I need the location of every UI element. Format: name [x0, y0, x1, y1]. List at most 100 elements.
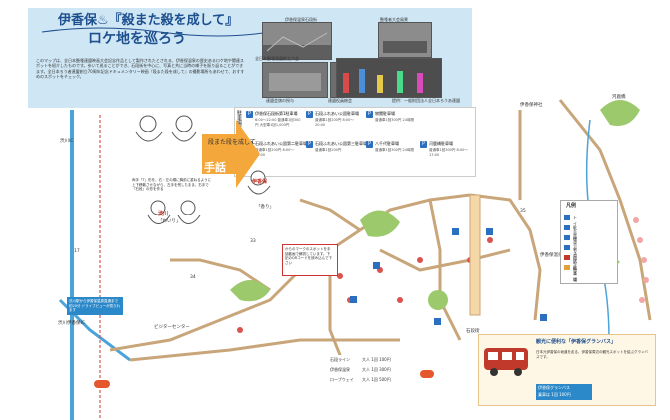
bus-icon: [484, 348, 528, 376]
sign-language-arrow: [196, 114, 262, 214]
parking-lot-detail: 普通車1回300円 24時間: [375, 148, 414, 152]
parking-lot-2: P 物聞駐車場 普通車1回300円 24時間: [366, 110, 422, 140]
parking-lot-0: P 伊香保石段街第1駐車場 6:00〜22:00 普通車1回300円 大型車1回…: [246, 110, 302, 140]
parking-lot-name: 物聞駐車場: [375, 111, 395, 116]
photo-large-group: [336, 58, 442, 98]
price-value-1: 大人 1回 300円: [362, 367, 391, 372]
visitor-center-label: ビジターセンター: [154, 325, 190, 330]
ikaho-sign-label: 「香り」: [256, 205, 274, 210]
parking-icon: P: [246, 111, 253, 118]
stone-steps-street: [469, 194, 481, 316]
photo-stone-steps: [262, 22, 332, 60]
page-title-line1: 伊香保♨『殺また殺を成して』: [58, 13, 239, 28]
photo-large-group-image: [337, 59, 441, 97]
parking-icon: P: [366, 141, 373, 148]
parking-icon: P: [366, 111, 373, 118]
kajikabashi-label: 河鹿橋: [612, 95, 626, 100]
photo-caption-3: 連盟役員総会: [328, 98, 352, 103]
parking-lot-name: 石段ふれあい公園第三駐車場: [315, 141, 367, 146]
title-underline-wave: [41, 27, 271, 37]
blue-notice-box: [67, 297, 123, 315]
legend-box: [560, 200, 618, 284]
station-logo: [94, 380, 110, 388]
sign-figure-3: [247, 170, 271, 195]
parking-lot-name: 石段ふれあい公園第二駐車場: [255, 141, 307, 146]
legend-label: トイレ: [573, 215, 577, 232]
legend-label: 障害者対応駐車場: [573, 235, 577, 282]
parking-heading: 駐車場案内: [236, 110, 242, 135]
shibukawa-label: 渋川: [158, 211, 169, 217]
legend-label: バス停: [573, 245, 577, 262]
parking-lot-detail: 6:00〜22:00 普通車1回300円 大型車1回1,000円: [255, 118, 301, 127]
photo-gathering-image: [379, 23, 431, 57]
price-box: [328, 355, 412, 387]
cherry-trees: [633, 217, 649, 303]
legend-title: 凡例: [566, 203, 577, 209]
road-34-label: 34: [190, 275, 196, 280]
orange-arrow-shape: [202, 120, 260, 188]
photo-caption-2: 連盟会旗の授与: [266, 98, 294, 103]
photo-stone-steps-image: [263, 23, 331, 59]
legend-label: 信号機: [573, 255, 577, 272]
parking-lot-name: 石段ふれあい公園駐車場: [315, 111, 359, 116]
photo-founding-meeting: [262, 62, 328, 98]
parking-lot-detail: 普通車1回200円: [315, 148, 342, 152]
parking-lot-detail: 普通車1回300円 8:00〜17:00: [429, 148, 468, 157]
legend-swatch: [564, 255, 570, 260]
bus-tag2: 乗車は 1回 100円: [538, 392, 571, 397]
photo-caption-4: 聾唖者大会風景: [380, 17, 408, 22]
parking-panel: [234, 107, 476, 177]
parking-markers: [350, 228, 547, 325]
ikaho-label: 伊香保: [252, 179, 268, 185]
parking-lot-6: P 河鹿橋駐車場 普通車1回300円 8:00〜17:00: [420, 140, 476, 170]
legend-swatch: [564, 245, 570, 250]
qr-notice-box: [282, 244, 338, 276]
legend-swatch: [564, 235, 570, 240]
legend-swatch: [564, 265, 570, 270]
parking-icon: P: [306, 141, 313, 148]
parking-lot-name: 八千代駐車場: [375, 141, 399, 146]
road-17-label: 17: [74, 249, 80, 254]
ikaho-jinja-label: 伊香保神社: [520, 103, 543, 108]
title-block: [40, 12, 272, 54]
shibukawa-sign-label: 「わいり」: [158, 219, 181, 224]
ishidan-label: 石段街: [466, 329, 480, 334]
sign-heading: 段また段を成して: [208, 139, 256, 146]
sign-figure-1: [135, 115, 197, 142]
page-title-line2: ロケ地を巡ろう: [88, 31, 186, 47]
parking-lot-4: P 石段ふれあい公園第三駐車場 普通車1回200円: [306, 140, 367, 170]
parking-lot-detail: 普通車1回200円 8:00〜20:00: [315, 118, 354, 127]
photo-credit: 提供：一般財団法人全日本ろうあ連盟: [392, 98, 460, 103]
sign-caption: 両手「T」形を、右・左の順に胸前に重ねるように上下移動させながら、左手を残したま…: [132, 178, 212, 192]
sign-label: 手話: [204, 161, 226, 174]
photo-caption-1: 全日本聾唖連盟創立大会: [255, 56, 299, 61]
parking-lot-1: P 石段ふれあい公園駐車場 普通車1回200円 8:00〜20:00: [306, 110, 362, 140]
price-row-2: ロープウェイ: [330, 377, 354, 382]
onsen-logo: [420, 370, 434, 378]
legend-label: バス道: [573, 265, 577, 282]
bus-body: 日本元伊香保の坂道を走る、伊香保周辺の観光スポットを結ぶグランバスです。: [536, 350, 648, 359]
legend-swatch: [564, 225, 570, 230]
parking-lot-name: 河鹿橋駐車場: [429, 141, 453, 146]
road-33-label: 33: [250, 239, 256, 244]
price-value-0: 大人 1回 100円: [362, 357, 391, 362]
price-value-2: 大人 1回 500円: [362, 377, 391, 382]
sign-figure-2: [147, 200, 201, 224]
parking-icon: P: [420, 141, 427, 148]
qr-notice-text: からのマークのスポットを手話動画で解説しています。下記のQRコードを読み込んで下…: [285, 247, 333, 265]
parking-lot-5: P 八千代駐車場 普通車1回300円 24時間: [366, 140, 422, 170]
intro-text: このマップは、全日本聾唖連盟映画大会記念作品として製作されたとされる、伊香保温泉…: [36, 58, 245, 80]
road-35-label: 35: [520, 209, 526, 214]
parking-lot-detail: 普通車1回300円 24時間: [375, 118, 414, 122]
parking-lot-name: 伊香保石段街第1駐車場: [255, 111, 298, 116]
ikaho-ic-label: 渋川伊香保IC: [58, 321, 85, 326]
blue-notice-text: 渋川駅から伊香保温泉直通まで約20分 ドライブビューが見られます: [69, 299, 121, 313]
price-row-0: 石段ライン: [330, 357, 350, 362]
bus-title: 観光に便利な「伊香保グランバス」: [536, 339, 617, 345]
legend-swatch: [564, 215, 570, 220]
spot-pins: [237, 237, 493, 333]
bus-tag-box: [536, 384, 592, 400]
photo-founding-meeting-image: [263, 63, 327, 97]
bus-tag: 伊香保グランバス: [538, 385, 570, 390]
